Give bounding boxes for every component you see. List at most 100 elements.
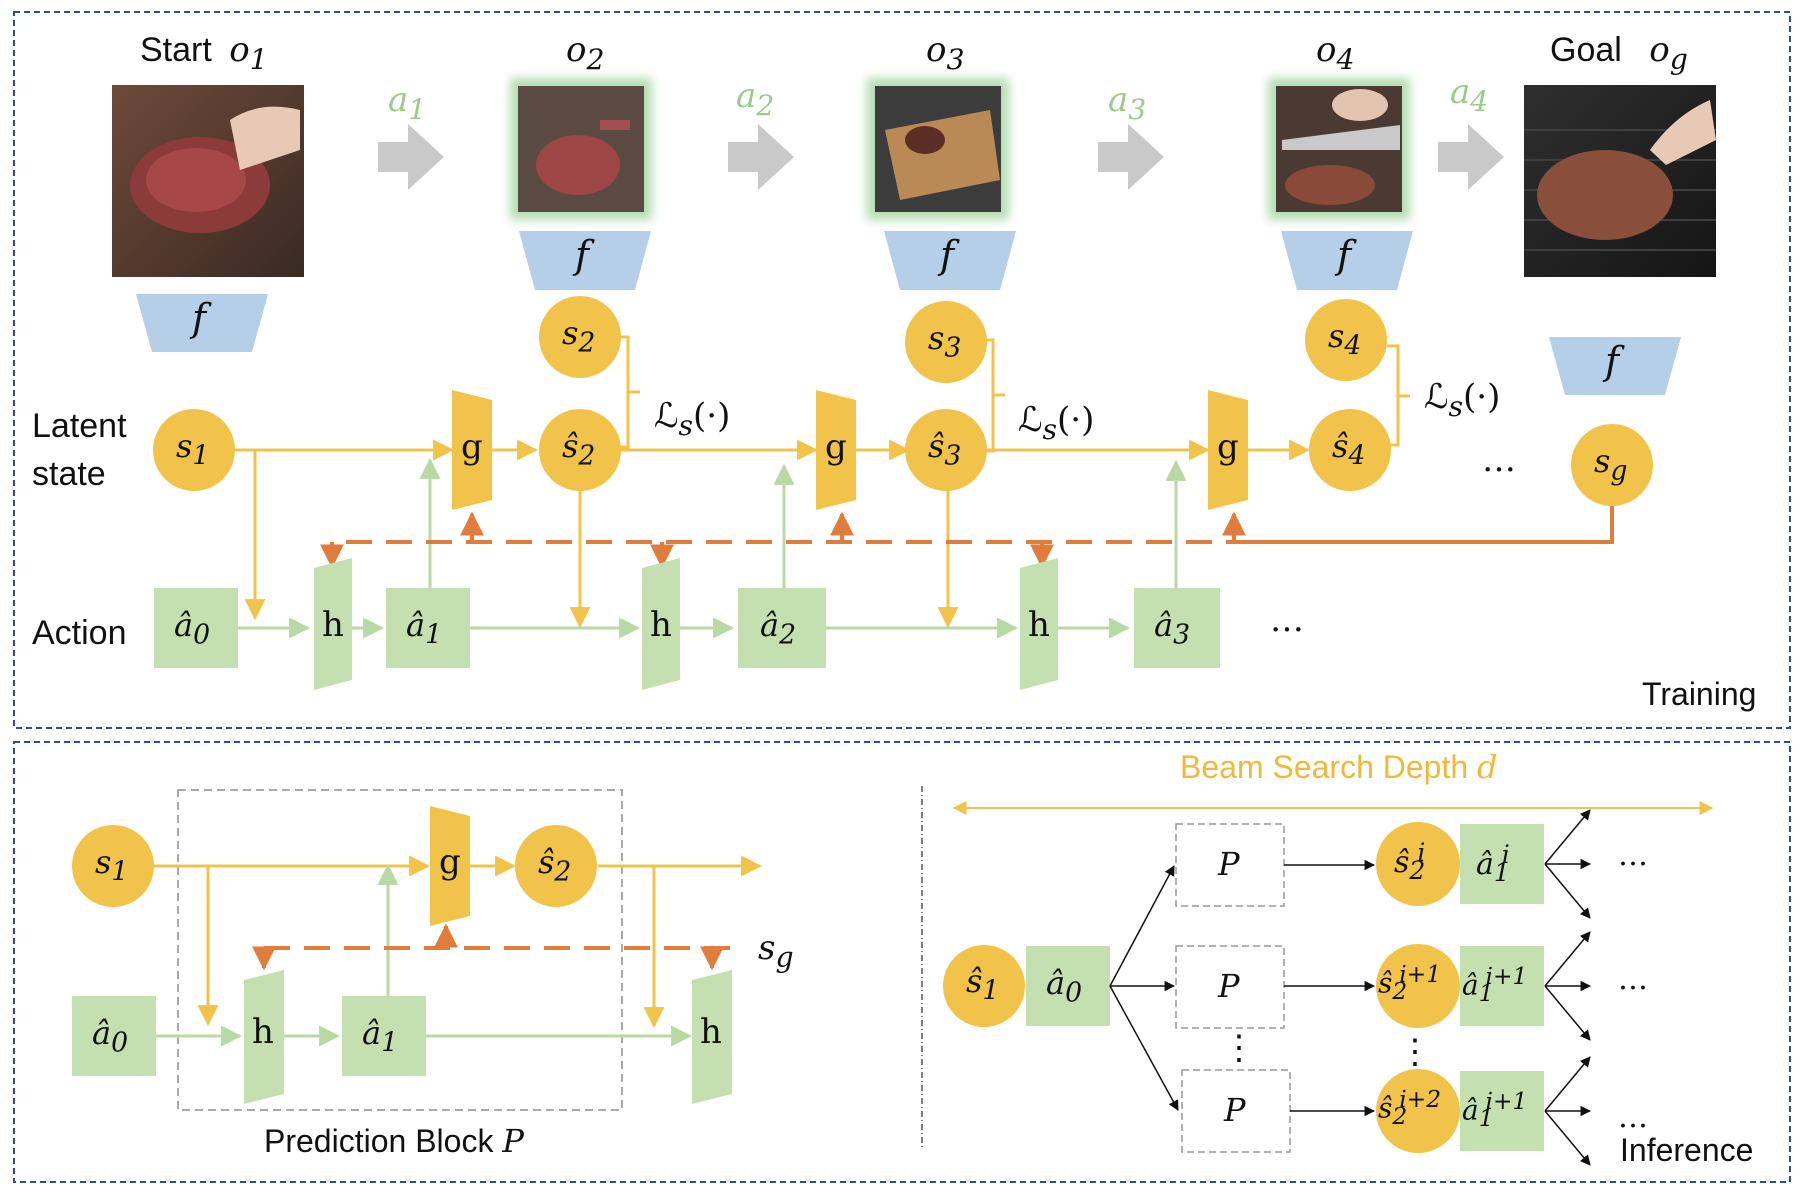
loss-label-2: ℒs(·) bbox=[1018, 400, 1095, 446]
action-row-a0-label: â0 bbox=[174, 606, 211, 651]
bl-a1-label: â1 bbox=[362, 1014, 399, 1059]
bl-h-label-1: h bbox=[252, 1012, 274, 1052]
action-arrow-2 bbox=[728, 124, 794, 190]
state-s3-circle bbox=[905, 301, 987, 383]
h-module-2-label: h bbox=[650, 605, 672, 645]
h-module-3-label: h bbox=[1028, 605, 1050, 645]
br-a0hat-box bbox=[1026, 946, 1110, 1026]
state-s4hat-circle bbox=[1309, 409, 1391, 491]
action-a4-label: a4 bbox=[1450, 72, 1489, 118]
latent-s4hat-label: ŝ4 bbox=[1332, 427, 1366, 472]
bl-s1-label: s1 bbox=[95, 843, 129, 888]
obs-o4-label: o4 bbox=[1316, 30, 1355, 76]
g-module-2-label: g bbox=[825, 427, 847, 467]
state-sg-label: sg bbox=[1594, 442, 1628, 487]
br-block-p-2-label: P bbox=[1218, 967, 1240, 1005]
prediction-block-border bbox=[177, 789, 623, 1111]
encoder-f-3 bbox=[884, 231, 1016, 290]
bl-a0-box bbox=[72, 996, 156, 1076]
bl-sg-label: sg bbox=[758, 928, 794, 974]
state-s2-label: s2 bbox=[562, 314, 596, 359]
br-s2-branch3-label: ŝ2i+2 bbox=[1378, 1085, 1442, 1130]
br-block-p-1-label: P bbox=[1218, 845, 1240, 883]
action-a1-box bbox=[386, 588, 470, 668]
loss-label-1: ℒs(·) bbox=[654, 396, 731, 442]
bl-h-module-2 bbox=[692, 970, 732, 1104]
g-module-1 bbox=[452, 390, 492, 510]
action-row-a3-label: â3 bbox=[1154, 606, 1191, 651]
h-module-3 bbox=[1020, 558, 1058, 690]
action-row-a1-label: â1 bbox=[406, 606, 443, 651]
encoder-f-4-label: f bbox=[1337, 233, 1352, 277]
br-ellipsis-2: … bbox=[1618, 962, 1648, 997]
bl-s2hat-label: ŝ2 bbox=[538, 843, 572, 888]
bl-h-label-2: h bbox=[700, 1012, 722, 1052]
prediction-block-caption: Prediction Block P bbox=[264, 1122, 524, 1160]
encoder-f-1 bbox=[136, 294, 268, 352]
h-module-2 bbox=[642, 558, 680, 690]
training-label: Training bbox=[1642, 676, 1757, 712]
obs-start-prefix: Start bbox=[140, 31, 212, 69]
state-s3hat-circle bbox=[905, 409, 987, 491]
state-s2hat-circle bbox=[539, 409, 621, 491]
state-s4-label: s4 bbox=[1328, 317, 1362, 362]
h-module-1 bbox=[314, 558, 352, 690]
state-s3-label: s3 bbox=[928, 319, 962, 364]
state-sg-circle bbox=[1571, 424, 1653, 506]
br-block-p-2 bbox=[1175, 945, 1285, 1029]
g-module-1-label: g bbox=[461, 427, 483, 467]
action-ellipsis: … bbox=[1270, 600, 1304, 640]
bl-h-module-1 bbox=[244, 970, 284, 1104]
br-ellipsis-3: … bbox=[1618, 1100, 1648, 1135]
br-a1-branch3-label: â1i+1 bbox=[1462, 1087, 1528, 1132]
action-a2-label: a2 bbox=[736, 76, 775, 122]
bl-a1-box bbox=[342, 996, 426, 1076]
inference-label: Inference bbox=[1620, 1132, 1754, 1168]
br-a1-branch2-label: â1i+1 bbox=[1462, 962, 1528, 1007]
br-s2-branch1-circle bbox=[1376, 822, 1460, 906]
br-a1-branch2-box bbox=[1460, 946, 1544, 1026]
obs-o3-label: o3 bbox=[926, 30, 965, 76]
action-a0-box bbox=[154, 588, 238, 668]
loss-bracket-1 bbox=[620, 335, 630, 449]
encoder-f-goal-label: f bbox=[1605, 339, 1620, 383]
encoder-f-goal bbox=[1549, 337, 1681, 395]
action-row-a2-label: â2 bbox=[760, 606, 797, 651]
action-a3-label: a3 bbox=[1108, 80, 1147, 126]
latent-s1-label: s1 bbox=[176, 427, 210, 472]
g-module-2 bbox=[816, 390, 856, 510]
action-arrow-4 bbox=[1438, 124, 1504, 190]
br-block-p-3 bbox=[1181, 1069, 1291, 1153]
latent-s3hat-label: ŝ3 bbox=[928, 427, 962, 472]
obs-og-label: og bbox=[1649, 30, 1688, 76]
bl-s2hat-circle bbox=[515, 825, 597, 907]
inference-panel-border bbox=[13, 741, 1791, 1183]
obs-goal-prefix: Goal bbox=[1550, 31, 1622, 69]
bl-g-module bbox=[430, 806, 470, 926]
g-module-3 bbox=[1208, 390, 1248, 510]
loss-bracket-3 bbox=[1387, 344, 1400, 447]
br-s2-branch2-label: ŝ2i+1 bbox=[1378, 960, 1442, 1005]
beam-search-title: Beam Search Depth d bbox=[1180, 748, 1498, 786]
action-arrow-1 bbox=[378, 124, 444, 190]
h-module-1-label: h bbox=[322, 605, 344, 645]
br-vdots-2: ⋮ bbox=[1398, 1032, 1432, 1072]
latent-state-row-title: Latent state bbox=[32, 407, 127, 493]
encoder-f-4 bbox=[1281, 231, 1413, 290]
bl-g-label: g bbox=[439, 842, 461, 882]
obs-o1-label: o1 bbox=[229, 30, 268, 76]
latent-ellipsis: … bbox=[1482, 440, 1516, 480]
photo-goal bbox=[1524, 85, 1716, 277]
br-s1hat-label: ŝ1 bbox=[966, 962, 1000, 1007]
br-ellipsis-1: … bbox=[1618, 838, 1648, 873]
state-s2-circle bbox=[539, 296, 621, 378]
photo-o3 bbox=[867, 78, 1009, 220]
br-s2-branch1-label: ŝ2i bbox=[1394, 838, 1426, 885]
state-s1-circle bbox=[153, 409, 235, 491]
encoder-f-1-label: f bbox=[192, 296, 207, 340]
action-a2-box bbox=[738, 588, 826, 668]
encoder-f-3-label: f bbox=[940, 233, 955, 277]
br-block-p-1 bbox=[1175, 823, 1285, 907]
br-a1-branch3-box bbox=[1460, 1071, 1544, 1151]
